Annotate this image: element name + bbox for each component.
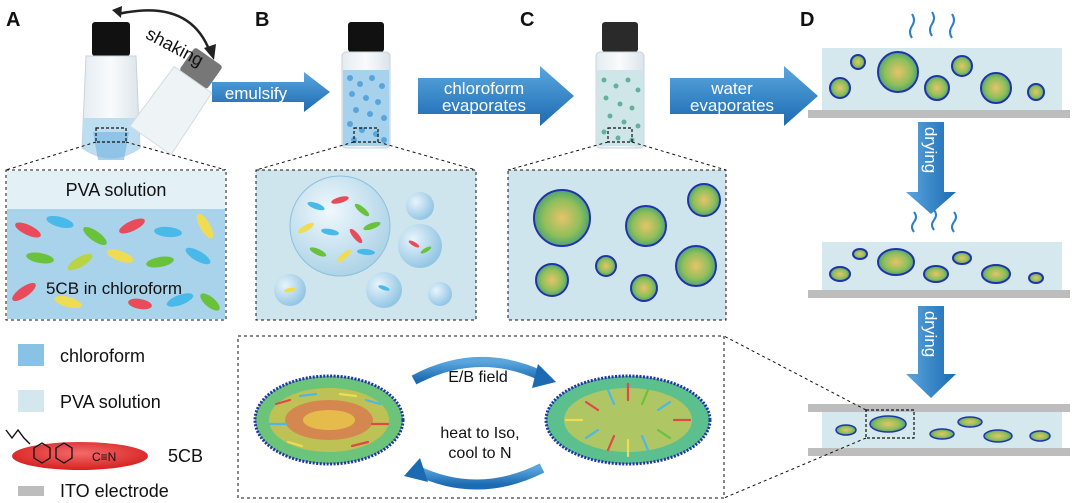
drying-arrow-1: drying xyxy=(906,122,956,214)
water-evaporates-arrow: water evaporates xyxy=(670,66,818,126)
film-stage-1 xyxy=(808,48,1070,118)
legend-chloroform-label: chloroform xyxy=(60,346,145,366)
panel-label-a: A xyxy=(6,9,20,31)
5cb-molecule-icon: C≡N xyxy=(5,428,148,470)
legend-pva-label: PVA solution xyxy=(60,392,161,412)
legend-electrode-label: ITO electrode xyxy=(60,481,169,501)
vial-b xyxy=(341,22,391,149)
shaking-arrow xyxy=(117,9,212,53)
vapor-icon-1 xyxy=(909,11,955,39)
lc-molecules-a xyxy=(12,213,220,311)
vial-a xyxy=(81,22,141,160)
legend-pva-swatch xyxy=(18,390,44,412)
panel-label-b: B xyxy=(255,9,269,31)
legend-electrode-swatch xyxy=(18,486,44,496)
legend: chloroform PVA solution C≡N 5CB ITO elec… xyxy=(5,344,203,501)
lc-molecules-b xyxy=(284,196,432,293)
vial-a-tilted xyxy=(129,48,222,156)
chloroform-evaporates-arrow: chloroform evaporates xyxy=(418,66,574,126)
water-evaporates-line1: water xyxy=(710,79,753,98)
panel-label-d: D xyxy=(800,9,814,31)
emulsify-label: emulsify xyxy=(225,84,288,103)
drying-label-2: drying xyxy=(921,311,940,357)
pva-solution-label: PVA solution xyxy=(66,180,167,200)
5cb-in-chloroform-label: 5CB in chloroform xyxy=(46,279,182,298)
legend-5cb-label: 5CB xyxy=(168,446,203,466)
film-stage-2 xyxy=(808,242,1070,298)
heat-cool-arrow: heat to Iso, cool to N xyxy=(404,425,545,490)
panel-b-zoom xyxy=(255,169,477,321)
heat-label-line2: cool to N xyxy=(448,445,511,462)
panel-a-zoom: PVA solution 5CB in chloroform xyxy=(5,169,227,321)
vapor-icon-2 xyxy=(911,209,957,233)
field-arrow: E/B field xyxy=(411,357,556,388)
water-evaporates-line2: evaporates xyxy=(690,96,774,115)
film-stage-3 xyxy=(808,404,1070,456)
chloroform-evaporates-line1: chloroform xyxy=(444,79,524,98)
legend-chloroform-swatch xyxy=(18,344,44,366)
cn-group-label: C≡N xyxy=(92,450,116,464)
drying-label-1: drying xyxy=(921,127,940,173)
chloroform-evaporates-line2: evaporates xyxy=(442,96,526,115)
vial-c xyxy=(595,22,645,149)
field-label: E/B field xyxy=(448,369,508,386)
drying-arrow-2: drying xyxy=(906,306,956,398)
emulsify-arrow: emulsify xyxy=(212,72,330,112)
heat-label-line1: heat to Iso, xyxy=(440,425,519,442)
panel-c-zoom xyxy=(507,169,727,321)
panel-label-c: C xyxy=(520,9,534,31)
droplet-radial xyxy=(544,374,712,466)
droplet-bipolar xyxy=(253,374,405,466)
